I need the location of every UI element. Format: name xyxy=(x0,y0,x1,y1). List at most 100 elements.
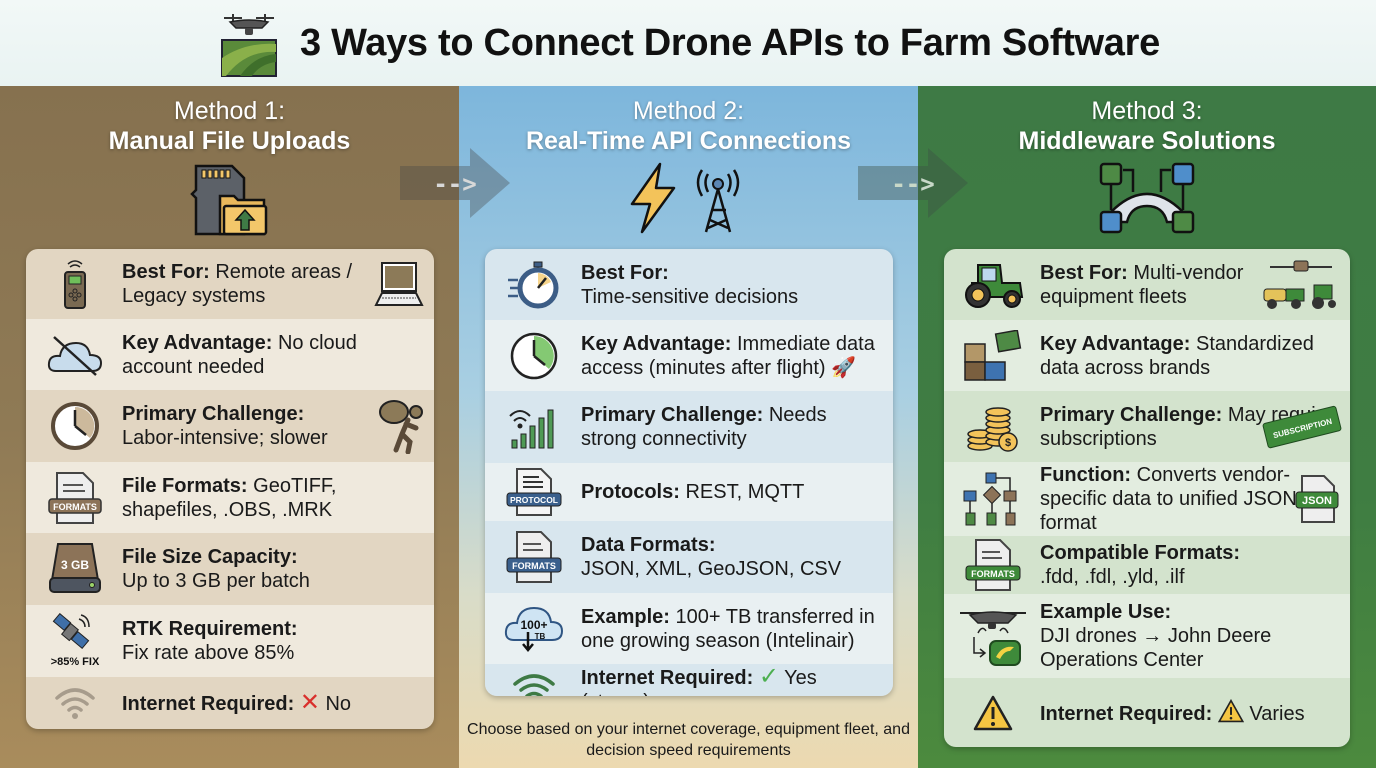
arrow-right-icon: --> xyxy=(400,148,510,218)
row-text: Compatible Formats:.fdd, .fdl, .yld, .il… xyxy=(1040,542,1241,588)
page-title: 3 Ways to Connect Drone APIs to Farm Sof… xyxy=(300,21,1160,64)
green-check-icon: ✓ xyxy=(758,662,779,690)
row-compatible-formats: FORMATS Compatible Formats:.fdd, .fdl, .… xyxy=(944,536,1350,594)
svg-text:FORMATS: FORMATS xyxy=(512,561,556,571)
row-text: Key Advantage: Immediate data access (mi… xyxy=(581,332,875,379)
method-1-hero xyxy=(188,162,272,238)
method-3-column: Method 3: Middleware Solutions Best For:… xyxy=(918,86,1376,768)
row-text: Example: 100+ TB transferred in one grow… xyxy=(581,605,875,652)
row-text: Internet Required: Varies xyxy=(1040,698,1305,726)
row-internet-required: Internet Required: ✕ No xyxy=(26,677,434,729)
row-text: Internet Required: ✓ Yes (strong) xyxy=(581,662,817,696)
cloud-download-icon: 100+ TB xyxy=(504,606,564,652)
stopwatch-icon xyxy=(508,261,559,308)
row-example: 100+ TB Example: 100+ TB transferred in … xyxy=(485,593,893,664)
row-best-for: Best For: Multi-vendor equipment fleets xyxy=(944,249,1350,320)
svg-text:3 GB: 3 GB xyxy=(61,558,89,572)
row-internet-required: Internet Required: Varies xyxy=(944,678,1350,747)
svg-text:JSON: JSON xyxy=(1302,495,1332,507)
laptop-icon xyxy=(374,262,424,306)
drone-over-field-icon xyxy=(221,14,278,77)
method-1-title: Method 1: Manual File Uploads xyxy=(0,96,459,156)
lightning-icon xyxy=(630,162,675,234)
clock-icon xyxy=(510,332,558,379)
method-3-panel: Best For: Multi-vendor equipment fleets xyxy=(944,249,1350,747)
row-primary-challenge: Primary Challenge: Needs strong connecti… xyxy=(485,391,893,463)
method-2-column: Method 2: Real-Time API Connections B xyxy=(459,86,918,768)
row-example-use: Example Use:DJI drones → John Deere Oper… xyxy=(944,594,1350,678)
row-internet-required: Internet Required: ✓ Yes (strong) xyxy=(485,664,893,696)
row-text: RTK Requirement:Fix rate above 85% xyxy=(122,618,298,664)
sd-card-folder-upload-icon xyxy=(189,164,267,236)
clock-icon xyxy=(51,402,99,450)
remote-controller-icon xyxy=(64,260,86,309)
method-number: Method 3: xyxy=(1091,97,1203,125)
wifi-off-icon xyxy=(55,688,95,719)
hard-drive-icon: 3 GB xyxy=(49,543,101,593)
row-text: File Size Capacity:Up to 3 GB per batch xyxy=(122,546,310,592)
row-key-advantage: Key Advantage: No cloud account needed xyxy=(26,319,434,390)
svg-text:100+: 100+ xyxy=(520,618,547,632)
red-x-icon: ✕ xyxy=(299,688,320,716)
row-best-for: Best For:Time-sensitive decisions xyxy=(485,249,893,320)
method-3-hero xyxy=(1099,162,1195,234)
row-text: Primary Challenge: Needs strong connecti… xyxy=(581,404,827,450)
method-2-panel: Best For:Time-sensitive decisions Key Ad… xyxy=(485,249,893,696)
footnote: Choose based on your internet coverage, … xyxy=(467,721,910,759)
svg-text:PROTOCOL: PROTOCOL xyxy=(510,495,558,505)
json-file-icon: JSON xyxy=(1295,475,1339,523)
row-text: Primary Challenge:Labor-intensive; slowe… xyxy=(122,403,328,449)
svg-text:-->: --> xyxy=(891,170,934,198)
row-primary-challenge: $ Primary Challenge: May require subscri… xyxy=(944,391,1350,462)
row-text: Protocols: REST, MQTT xyxy=(581,481,805,503)
method-number: Method 2: xyxy=(632,97,745,125)
arrow-right-icon: --> xyxy=(858,148,968,218)
tractor-icon xyxy=(965,263,1024,308)
row-text: Internet Required: ✕ No xyxy=(122,688,352,716)
svg-text:FORMATS: FORMATS xyxy=(971,569,1015,579)
method-2-title: Method 2: Real-Time API Connections xyxy=(459,96,918,156)
row-text: Function: Converts vendor-specific data … xyxy=(1040,464,1297,534)
row-text: Data Formats:JSON, XML, GeoJSON, CSV xyxy=(581,534,842,580)
svg-text:-->: --> xyxy=(433,170,476,198)
method-name: Real-Time API Connections xyxy=(525,127,852,155)
row-protocols: PROTOCOL Protocols: REST, MQTT xyxy=(485,463,893,521)
signal-bars-icon xyxy=(509,409,554,449)
row-key-advantage: Key Advantage: Immediate data access (mi… xyxy=(485,320,893,391)
row-text: Best For: Remote areas / Legacy systems xyxy=(122,261,353,307)
formats-document-icon: FORMATS xyxy=(48,471,102,524)
row-text: Key Advantage: No cloud account needed xyxy=(122,331,357,378)
method-3-title: Method 3: Middleware Solutions xyxy=(918,96,1376,156)
row-text: Example Use:DJI drones → John Deere Oper… xyxy=(1040,601,1272,671)
flowchart-icon xyxy=(963,472,1017,526)
farm-vehicles-icon xyxy=(1263,260,1336,309)
method-number: Method 1: xyxy=(173,97,286,125)
row-best-for: Best For: Remote areas / Legacy systems xyxy=(26,249,434,319)
puzzle-icon xyxy=(964,329,1022,381)
warning-icon xyxy=(1217,698,1244,723)
method-name: Middleware Solutions xyxy=(1018,127,1276,155)
warning-icon xyxy=(973,695,1013,730)
svg-text:>85% FIX: >85% FIX xyxy=(51,656,100,668)
formats-document-icon: FORMATS xyxy=(965,539,1021,591)
row-text: Best For: Multi-vendor equipment fleets xyxy=(1040,261,1244,308)
person-carrying-load-icon xyxy=(379,400,423,454)
no-cloud-icon xyxy=(47,335,103,376)
formats-document-icon: FORMATS xyxy=(506,531,562,583)
row-file-size: 3 GB File Size Capacity:Up to 3 GB per b… xyxy=(26,533,434,605)
wifi-icon xyxy=(513,674,555,696)
satellite-icon: >85% FIX xyxy=(51,613,100,668)
header: 3 Ways to Connect Drone APIs to Farm Sof… xyxy=(0,0,1376,86)
svg-text:$: $ xyxy=(1005,437,1011,449)
antenna-tower-icon xyxy=(696,169,739,233)
protocol-document-icon: PROTOCOL xyxy=(506,468,562,516)
row-rtk: >85% FIX RTK Requirement:Fix rate above … xyxy=(26,605,434,677)
row-file-formats: FORMATS File Formats: GeoTIFF, shapefile… xyxy=(26,462,434,533)
drone-to-john-deere-icon xyxy=(960,611,1026,666)
method-1-panel: Best For: Remote areas / Legacy systems … xyxy=(26,249,434,729)
middleware-bridge-icon xyxy=(1099,162,1195,234)
method-1-column: Method 1: Manual File Uploads Best For: … xyxy=(0,86,459,768)
svg-text:TB: TB xyxy=(535,632,546,641)
row-function: Function: Converts vendor-specific data … xyxy=(944,462,1350,536)
rocket-icon: 🚀 xyxy=(831,356,856,379)
